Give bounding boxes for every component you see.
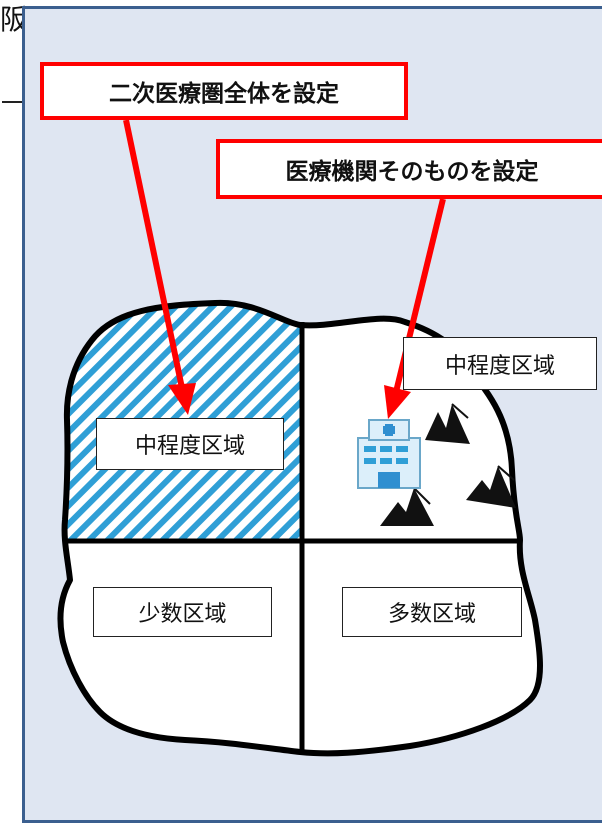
mountain-icon (380, 487, 434, 526)
mountain-icon (425, 403, 470, 444)
hospital-building-icon (357, 419, 421, 489)
region-label-top-left: 中程度区域 (96, 418, 284, 470)
callout-facility: 医療機関そのものを設定 (216, 139, 602, 199)
arrow-to-whole-area (123, 119, 196, 415)
callout-whole-area: 二次医療圏全体を設定 (40, 62, 408, 120)
edge-divider (2, 101, 22, 103)
region-label-top-right: 中程度区域 (403, 337, 597, 390)
map-outline (57, 299, 543, 757)
mountain-icon (466, 465, 516, 508)
region-label-bottom-right: 多数区域 (342, 587, 522, 637)
map-island (57, 299, 543, 757)
region-label-bottom-left: 少数区域 (93, 587, 272, 637)
